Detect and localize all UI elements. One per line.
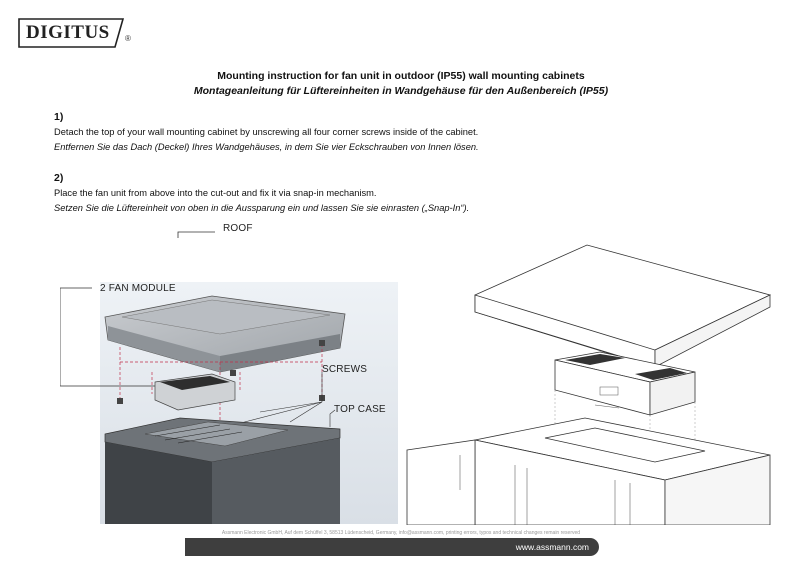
label-top-case: TOP CASE <box>334 404 386 415</box>
footer-legal-text: Assmann Electronic GmbH, Auf dem Schüffe… <box>221 530 581 536</box>
label-roof: ROOF <box>223 223 253 234</box>
step-2-english: Place the fan unit from above into the c… <box>54 188 377 198</box>
footer-website-link[interactable]: www.assmann.com <box>515 542 589 552</box>
step-1-english: Detach the top of your wall mounting cab… <box>54 127 479 137</box>
step-1-number: 1) <box>54 111 64 123</box>
title-english: Mounting instruction for fan unit in out… <box>217 70 585 82</box>
title-german: Montageanleitung für Lüftereinheiten in … <box>193 85 609 97</box>
digitus-logo: DIGITUS ® <box>18 18 131 48</box>
footer-bar: www.assmann.com <box>185 538 599 556</box>
exploded-view-diagram: ROOF 2 FAN MODULE SCREWS TOP CASE <box>59 222 405 527</box>
logo-text: DIGITUS <box>26 22 110 43</box>
step-2-german: Setzen Sie die Lüftereinheit von oben in… <box>54 203 470 213</box>
step-2-number: 2) <box>54 172 64 184</box>
label-fan-module: 2 FAN MODULE <box>100 283 176 294</box>
logo-registered-mark: ® <box>125 34 131 43</box>
step-1-german: Entfernen Sie das Dach (Deckel) Ihres Wa… <box>54 142 479 152</box>
label-screws: SCREWS <box>322 364 368 375</box>
installed-view-diagram <box>405 240 785 526</box>
